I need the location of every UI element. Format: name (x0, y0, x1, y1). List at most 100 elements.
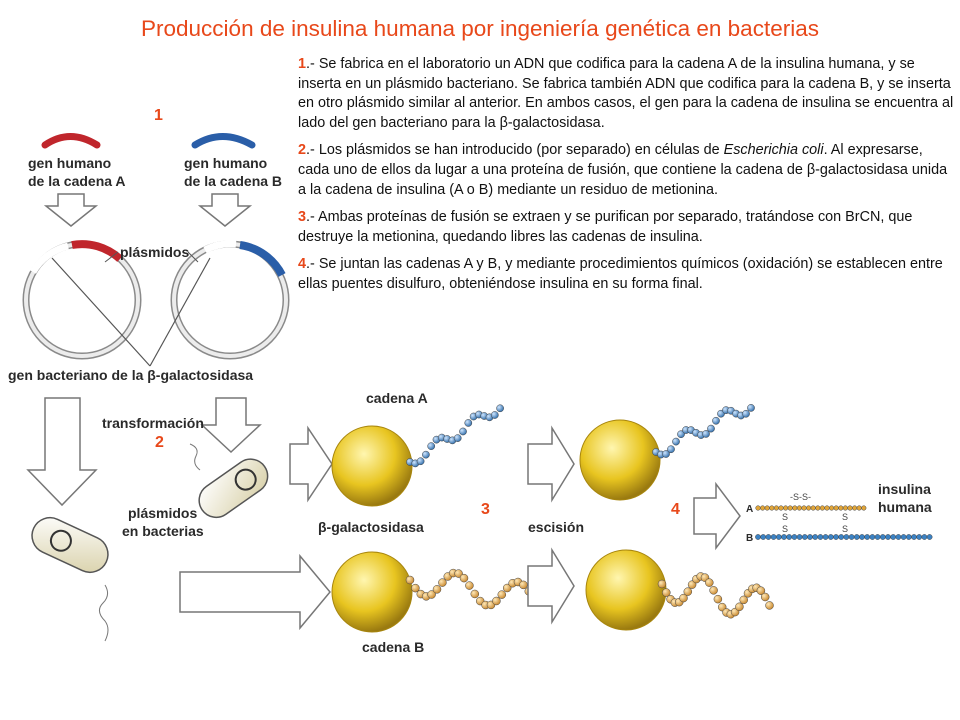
amino-acid-bead (765, 601, 774, 610)
amino-acid-bead (856, 505, 862, 511)
region-number-2: 2 (155, 434, 164, 451)
insulin-label-2: humana (878, 499, 932, 515)
amino-acid-bead (848, 534, 855, 540)
gene-b-label-1: gen humano (184, 155, 267, 171)
expression-arrow-top (289, 425, 333, 503)
amino-acid-bead (833, 505, 839, 511)
amino-acid-bead (422, 450, 430, 459)
amino-acid-bead (464, 419, 473, 427)
plasmid-b-human-gene (239, 241, 286, 277)
insulin-chain-b-letter: B (746, 533, 753, 544)
amino-acid-bead (796, 505, 802, 511)
amino-acid-bead (755, 505, 761, 511)
plasmid-a-bacterial-gene (29, 242, 69, 274)
cleavage-arrow-bottom (527, 547, 575, 625)
steps-text: 1.- Se fabrica en el laboratorio un ADN … (298, 55, 954, 303)
amino-acid-bead (874, 534, 881, 540)
amino-acid-bead (683, 587, 693, 596)
amino-acid-bead (707, 424, 715, 433)
amino-acid-bead (760, 534, 767, 540)
gene-b-label-2: de la cadena B (184, 173, 282, 189)
gene-a-label-2: de la cadena A (28, 173, 126, 189)
amino-acid-bead (838, 505, 844, 511)
amino-acid-bead (496, 404, 504, 413)
amino-acid-bead (807, 534, 813, 540)
amino-acid-bead (900, 534, 907, 540)
amino-acid-bead (783, 505, 789, 511)
amino-acid-bead (775, 534, 782, 540)
amino-acid-bead (810, 505, 816, 511)
amino-acid-bead (672, 437, 680, 446)
amino-acid-bead (764, 505, 770, 511)
amino-acid-bead (519, 580, 528, 590)
beta-gal-globule-a1 (331, 425, 413, 507)
step-text: Se juntan las cadenas A y B, y mediante … (298, 256, 943, 292)
amino-acid-bead (926, 534, 933, 540)
amino-acid-bead (405, 575, 415, 585)
amino-acid-bead (709, 586, 718, 595)
chain-b-beads-1 (405, 568, 539, 610)
step-text: Se fabrica en el laboratorio un ADN que … (298, 56, 954, 131)
amino-acid-bead (739, 595, 748, 605)
chain-b-beads-2 (657, 572, 774, 619)
amino-acid-bead (847, 505, 853, 511)
amino-acid-bead (819, 505, 825, 511)
disulfide-s-2: S (782, 524, 788, 534)
assembly-arrow (693, 481, 741, 551)
amino-acid-bead (895, 534, 902, 540)
amino-acid-bead (781, 534, 787, 540)
amino-acid-bead (827, 534, 834, 540)
amino-acid-bead (806, 505, 812, 511)
amino-acid-bead (812, 534, 819, 540)
step-sep: .- (306, 56, 319, 72)
amino-acid-bead (453, 434, 462, 442)
amino-acid-bead (465, 581, 474, 590)
amino-acid-bead (843, 534, 850, 540)
amino-acid-bead (432, 585, 442, 594)
amino-acid-bead (502, 583, 512, 593)
down-arrow-a (43, 193, 99, 227)
amino-acid-bead (662, 588, 671, 597)
transform-arrow-a (26, 397, 98, 507)
plasmids-in-bacteria-label-2: en bacterias (122, 523, 204, 539)
disulfide-top-label: -S-S- (790, 492, 811, 502)
amino-acid-bead (822, 534, 829, 540)
transform-arrow-b (200, 397, 262, 454)
amino-acid-bead (490, 411, 499, 419)
step-number: 1 (298, 56, 307, 72)
amino-acid-bead (916, 534, 923, 540)
amino-acid-bead (852, 505, 858, 511)
down-arrow-b (197, 193, 253, 227)
amino-acid-bead (662, 450, 670, 458)
amino-acid-bead (824, 505, 830, 511)
step-3: 3.- Ambas proteínas de fusión se extraen… (298, 208, 954, 247)
amino-acid-bead (735, 602, 744, 612)
amino-acid-bead (438, 578, 447, 587)
amino-acid-bead (712, 416, 720, 425)
amino-acid-bead (492, 596, 501, 606)
chain-a-beads-2 (652, 404, 755, 459)
amino-acid-bead (702, 430, 710, 438)
amino-acid-bead (792, 505, 798, 511)
amino-acid-bead (459, 427, 467, 436)
amino-acid-bead (427, 590, 436, 599)
plasmids-in-bacteria-label-1: plásmidos (128, 505, 197, 521)
bacterial-gene-label: gen bacteriano de la β-galactosidasa (8, 367, 253, 383)
amino-acid-bead (677, 430, 685, 439)
amino-acid-bead (747, 404, 755, 412)
amino-acid-bead (829, 505, 835, 511)
amino-acid-bead (838, 534, 845, 540)
amino-acid-bead (713, 594, 723, 604)
region-number-4: 4 (671, 501, 680, 518)
bacterium-b (198, 458, 269, 519)
amino-acid-bead (760, 505, 766, 511)
step-sep: .- (306, 256, 319, 273)
amino-acid-bead (679, 593, 688, 603)
amino-acid-bead (667, 445, 675, 454)
plasmid-b-bacterial-gene (203, 240, 237, 254)
step-number: 3 (298, 209, 307, 226)
disulfide-s-1: S (782, 512, 788, 522)
beta-gal-label: β-galactosidasa (318, 519, 424, 535)
amino-acid-bead (879, 534, 886, 540)
